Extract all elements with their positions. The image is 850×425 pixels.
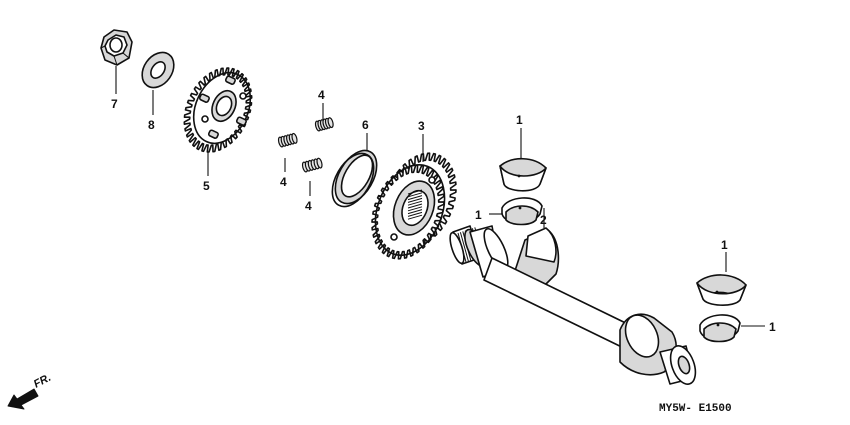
callout-washer: 8 [148,118,155,132]
part-shaft [449,225,697,385]
part-plate-washer [331,149,378,208]
spring-coil [327,117,334,129]
part-bearing-lower [501,197,543,226]
part-bearing-right-upper [696,274,747,306]
spring-coil [316,157,323,169]
part-gear [371,152,457,260]
gear-spline-line [407,203,423,209]
gear-spline-line [407,189,423,195]
part-spring-mid-left [277,132,298,148]
callout-shaft: 2 [540,213,547,227]
part-spring-mid-right [301,157,323,173]
callout-bearing-right-upper: 1 [721,238,728,252]
callout-spring-top: 4 [318,88,325,102]
gear-spline-line [407,195,423,201]
callout-gear: 3 [418,119,425,133]
callout-spring-mid-left: 4 [280,175,287,189]
gear-spline-line [407,192,423,198]
gear-spline-line [407,206,423,212]
part-spring-top [314,117,334,132]
front-direction-arrow-icon [7,388,39,410]
diagram-code: MY5W- E1500 [659,403,732,415]
callout-nut: 7 [111,97,118,111]
part-sprocket [183,67,253,153]
spring-coil [291,132,298,144]
part-bearing-upper [499,157,547,192]
callout-plate-washer: 6 [362,118,369,132]
part-nut [100,29,133,66]
gear-spline-line [407,200,423,206]
gear-spline-line [407,214,423,220]
callout-bearing-lower: 1 [475,208,482,222]
part-bearing-right-lower [699,314,741,343]
callout-bearing-right-lower: 1 [769,320,776,334]
part-washer [141,51,175,89]
gear-spline-line [407,211,423,217]
callout-bearing-upper: 1 [516,113,523,127]
gear-spline-line [407,209,423,215]
front-direction-label: FR. [32,372,53,391]
shaft-spline-line [459,232,469,262]
gear-spline-line [407,197,423,203]
callout-sprocket: 5 [203,179,210,193]
callout-spring-mid-right: 4 [305,199,312,213]
